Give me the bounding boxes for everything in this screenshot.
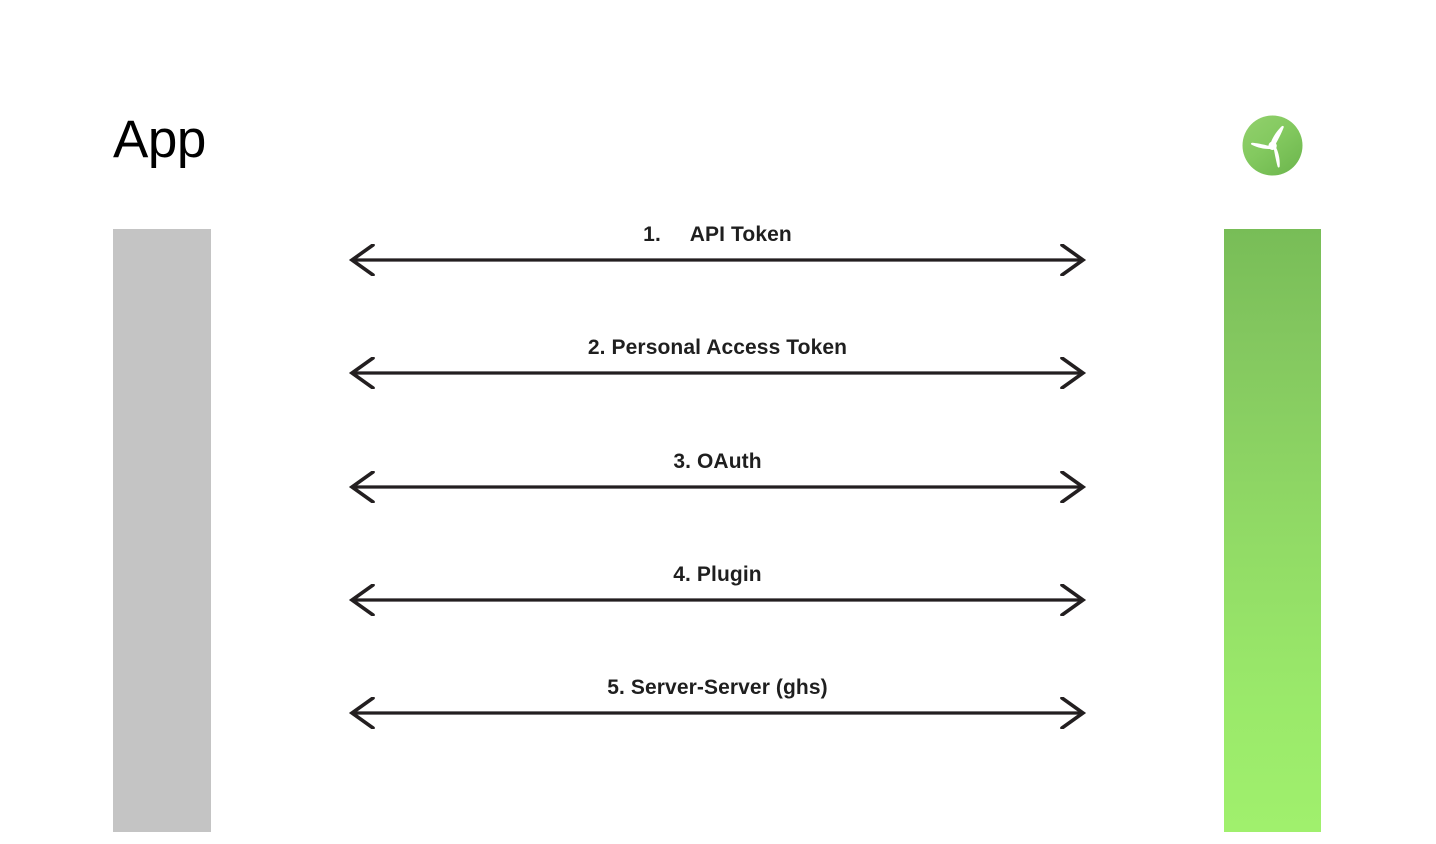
message-label: 1. API Token <box>643 222 792 246</box>
double-arrow-icon <box>345 471 1090 503</box>
double-arrow-icon <box>345 584 1090 616</box>
message-label: 2. Personal Access Token <box>587 335 848 359</box>
double-arrow-icon <box>345 697 1090 729</box>
double-arrow-icon <box>345 357 1090 389</box>
double-arrow-icon <box>345 244 1090 276</box>
message-label: 5. Server-Server (ghs) <box>607 675 828 699</box>
propeller-logo-icon <box>1241 114 1304 177</box>
page-title: App <box>113 110 206 169</box>
lifeline-app <box>113 229 211 832</box>
message-label: 3. OAuth <box>673 449 762 473</box>
lifeline-service <box>1224 229 1321 832</box>
message-label: 4. Plugin <box>673 562 762 586</box>
